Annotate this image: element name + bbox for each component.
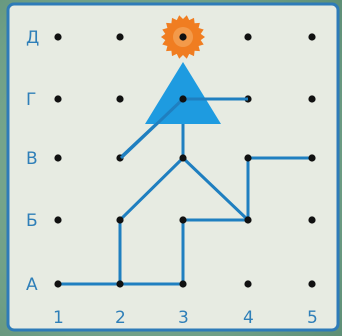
column-label: 5 <box>307 308 318 328</box>
grid-dot <box>116 33 123 40</box>
grid-dot <box>179 95 186 102</box>
grid-dot <box>308 33 315 40</box>
grid-dot <box>116 216 123 223</box>
column-label: 4 <box>243 308 254 328</box>
grid-dot <box>116 280 123 287</box>
grid-dot <box>244 216 251 223</box>
grid-dot <box>179 280 186 287</box>
row-label: Д <box>26 28 39 48</box>
grid-dot <box>244 154 251 161</box>
column-label: 2 <box>115 308 126 328</box>
grid-dot <box>54 216 61 223</box>
grid-dot <box>179 154 186 161</box>
column-label: 1 <box>53 308 64 328</box>
row-label: В <box>26 149 38 169</box>
grid-dot <box>308 216 315 223</box>
grid-dot <box>116 95 123 102</box>
grid-dot <box>54 95 61 102</box>
grid-dot <box>179 33 186 40</box>
row-label: А <box>26 275 38 295</box>
row-label: Г <box>26 90 36 110</box>
grid-dot <box>54 280 61 287</box>
grid-dot <box>244 280 251 287</box>
grid-dot <box>179 216 186 223</box>
grid-dot <box>308 154 315 161</box>
grid-dot <box>244 33 251 40</box>
grid-dot <box>308 95 315 102</box>
row-label: Б <box>26 211 38 231</box>
grid-dot <box>308 280 315 287</box>
grid-dot <box>54 33 61 40</box>
grid-dot <box>54 154 61 161</box>
column-label: 3 <box>178 308 189 328</box>
